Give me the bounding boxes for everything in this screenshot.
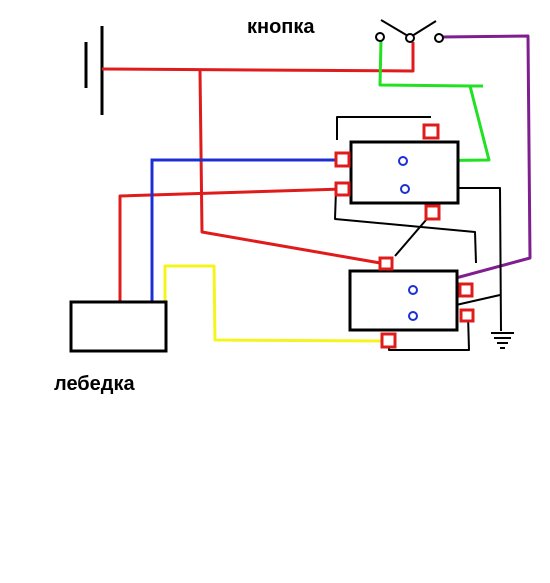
lower-relay-terminal-bottom <box>380 332 397 349</box>
lower-relay-terminal-top <box>378 256 394 271</box>
lower-relay-contact-2 <box>408 311 418 321</box>
blue-wire <box>150 158 343 302</box>
switch-contact-right <box>434 33 444 43</box>
red-wires <box>101 42 415 302</box>
upper-relay-contact-2 <box>400 184 410 194</box>
button-label: кнопка <box>247 16 315 38</box>
lower-relay-terminal-right-top <box>458 282 474 298</box>
battery-symbol <box>84 26 104 115</box>
upper-relay <box>334 123 460 221</box>
ground-icon <box>491 332 514 349</box>
button-switch <box>375 19 444 43</box>
yellow-wire <box>163 264 388 343</box>
lower-relay-contact-1 <box>408 285 418 295</box>
winch-box <box>69 300 168 353</box>
lower-relay <box>348 256 475 349</box>
switch-contact-middle <box>405 33 415 43</box>
switch-contact-left <box>375 32 385 42</box>
upper-relay-terminal-top <box>422 123 440 140</box>
upper-relay-contact-1 <box>398 156 408 166</box>
upper-relay-terminal-bottom <box>424 204 441 221</box>
winch-label: лебедка <box>54 373 135 395</box>
upper-relay-terminal-left-top <box>334 151 351 168</box>
lower-relay-terminal-right-bottom <box>459 308 475 323</box>
upper-relay-terminal-left-bottom <box>334 181 351 197</box>
purple-wire <box>414 34 532 291</box>
